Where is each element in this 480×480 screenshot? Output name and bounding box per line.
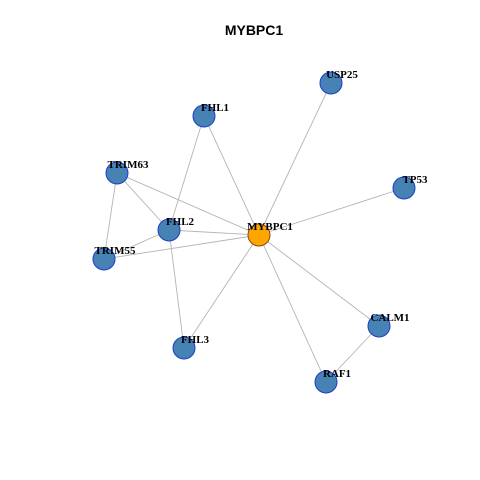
node-usp25: USP25 [319,69,358,95]
node-circle [192,104,216,128]
node-circle [157,218,181,242]
node-circle [105,161,129,185]
node-circle [392,176,416,200]
node-raf1: RAF1 [314,368,351,394]
node-fhl2: FHL2 [157,216,195,242]
edge-mybpc1-fhl1 [203,115,260,236]
edge-mybpc1-fhl2 [168,229,260,236]
node-calm1: CALM1 [367,312,410,338]
edge-mybpc1-trim63 [116,172,260,236]
node-label: FHL2 [166,216,195,228]
node-circle [247,223,271,247]
node-label: FHL3 [181,334,210,346]
node-tp53: TP53 [392,174,428,200]
edge-mybpc1-tp53 [258,187,405,236]
node-circle [92,247,116,271]
edge-fhl1-fhl2 [168,115,205,231]
node-mybpc1: MYBPC1 [247,221,293,247]
edge-fhl2-fhl3 [168,229,185,349]
node-layer: MYBPC1 USP25FHL1TRIM63TP53FHL2TRIM55CALM1… [92,69,428,394]
diagram-title: MYBPC1 [225,22,284,38]
node-circle [319,71,343,95]
node-label: TRIM55 [95,245,136,257]
edge-trim63-trim55 [103,172,118,260]
node-trim63: TRIM63 [105,159,149,185]
node-label: FHL1 [201,102,229,114]
edge-mybpc1-calm1 [258,234,380,327]
edge-mybpc1-usp25 [258,82,332,236]
node-fhl1: FHL1 [192,102,229,128]
edge-mybpc1-trim55 [103,234,260,260]
node-circle [172,336,196,360]
node-label: TP53 [402,174,428,186]
node-circle [314,370,338,394]
edge-mybpc1-raf1 [258,234,327,383]
edge-trim63-fhl2 [116,172,170,231]
node-label: USP25 [326,69,358,81]
node-label: TRIM63 [108,159,149,171]
edge-calm1-raf1 [325,325,380,383]
edge-mybpc1-fhl3 [183,234,260,349]
node-label: CALM1 [370,312,409,324]
edge-fhl2-trim55 [103,229,170,260]
node-trim55: TRIM55 [92,245,136,271]
node-fhl3: FHL3 [172,334,210,360]
node-circle [367,314,391,338]
node-label: RAF1 [323,368,351,380]
edge-layer [103,82,405,383]
node-label: MYBPC1 [247,221,293,233]
